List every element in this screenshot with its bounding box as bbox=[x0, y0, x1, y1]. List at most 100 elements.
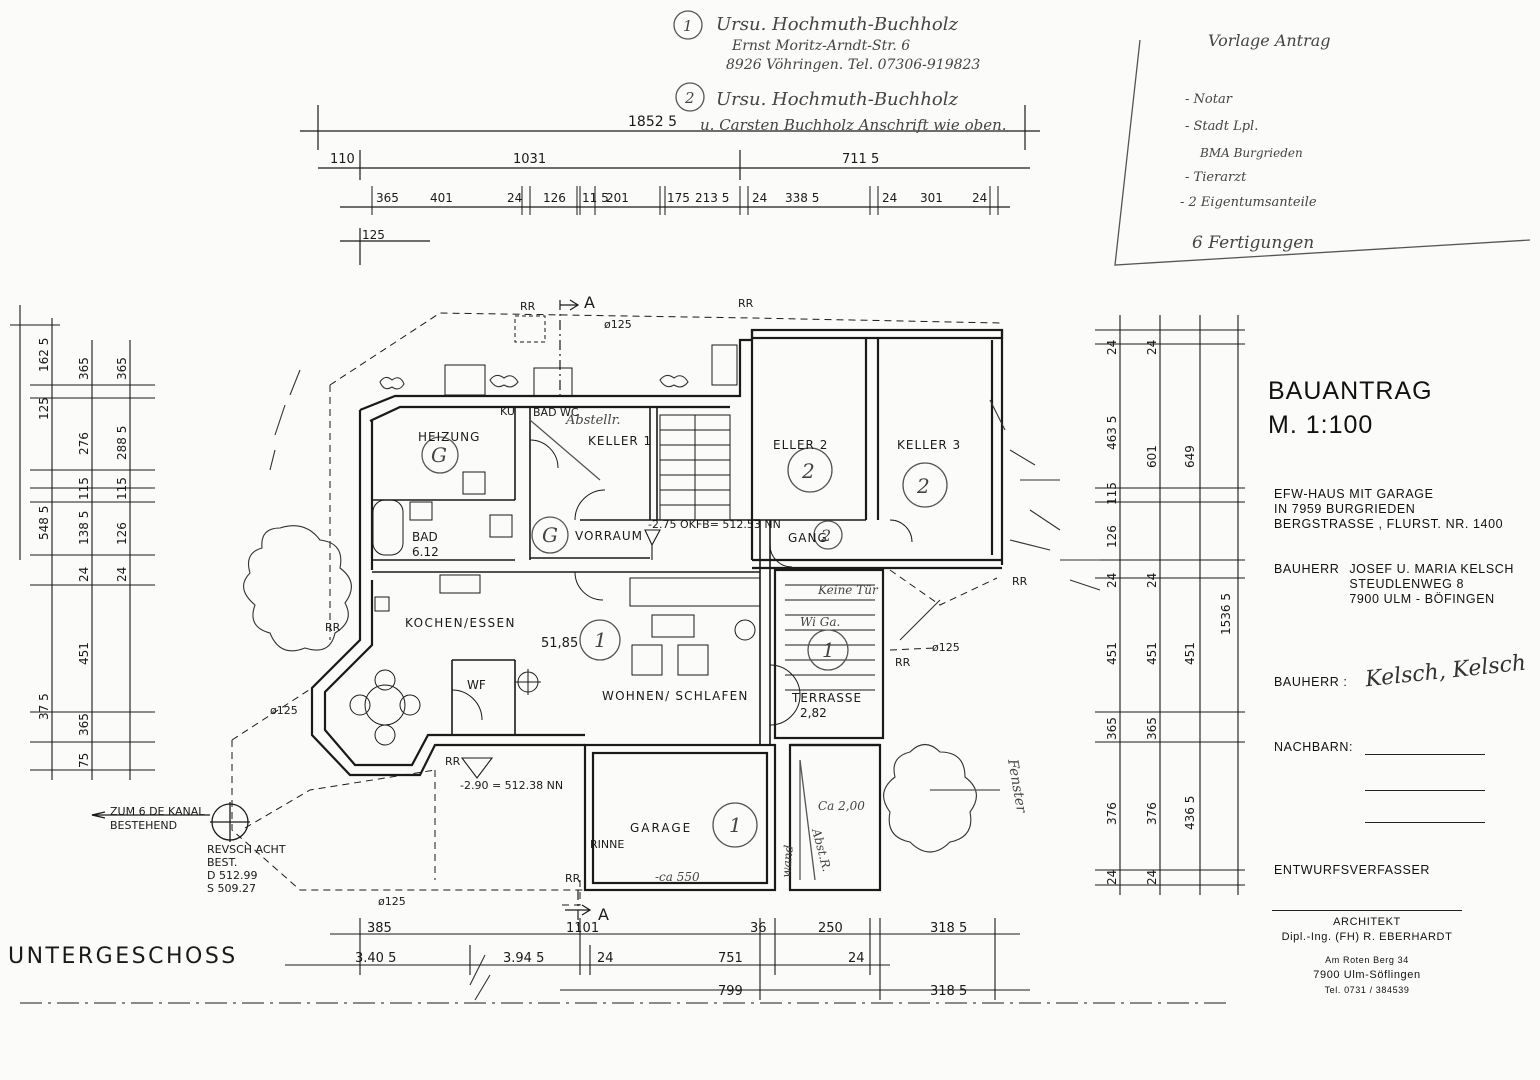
architect-name: Dipl.-Ing. (FH) R. EBERHARDT bbox=[1281, 931, 1453, 943]
label-section-a-bottom: A bbox=[598, 905, 609, 924]
dim-right-14: 365 bbox=[1145, 717, 1159, 740]
section-marker-a-top bbox=[559, 299, 580, 400]
dim-bottom-r2-4: 24 bbox=[848, 951, 865, 966]
dim-left-8: 548 5 bbox=[37, 506, 51, 540]
dim-right-9: 451 bbox=[1105, 642, 1119, 665]
architect-stamp: ARCHITEKT Dipl.-Ing. (FH) R. EBERHARDT A… bbox=[1272, 910, 1462, 998]
level-okfb: -2.75 OKFB= 512.53 NN bbox=[648, 518, 781, 531]
dim-overall: 1852 5 bbox=[628, 114, 677, 130]
dim-left-0: 162 5 bbox=[37, 338, 51, 372]
label-rr-top1: RR bbox=[520, 300, 536, 313]
dim-left-12: 24 bbox=[115, 567, 129, 582]
room-keller2: ELLER 2 bbox=[773, 438, 828, 452]
room-bad: BAD bbox=[412, 530, 438, 544]
dim-right-8: 24 bbox=[1145, 573, 1159, 588]
pencil-number-0: G bbox=[431, 443, 447, 467]
dim-row3-0: 365 bbox=[376, 191, 399, 205]
dim-row3-6: 175 bbox=[667, 191, 690, 205]
dim-row3-10: 24 bbox=[882, 191, 897, 205]
pencil-number-4: 2 bbox=[820, 526, 831, 545]
note-wi-ga: Wi Ga. bbox=[800, 615, 840, 629]
owner2-number: 2 bbox=[684, 89, 695, 107]
room-vorraum: VORRAUM bbox=[575, 529, 643, 543]
dim-row3-7: 213 5 bbox=[695, 191, 729, 205]
dim-right-5: 115 bbox=[1105, 482, 1119, 505]
right-dimension-chains bbox=[1095, 315, 1245, 895]
dim-left-6: 115 bbox=[77, 477, 91, 500]
room-garage: GARAGE bbox=[630, 821, 692, 835]
left-dimension-chains bbox=[10, 305, 155, 780]
dim-bottom-r3-0: 799 bbox=[718, 984, 743, 999]
dim-left-7: 115 bbox=[115, 477, 129, 500]
dim-right-1: 24 bbox=[1145, 340, 1159, 355]
dim-row3-4: 11 5 bbox=[582, 191, 609, 205]
dim-row3-1: 401 bbox=[430, 191, 453, 205]
dim-bottom-r2-3: 751 bbox=[718, 951, 743, 966]
bottom-dimension-chains bbox=[20, 918, 1230, 1004]
room-gang: GANG bbox=[788, 531, 828, 545]
dim-left-2: 365 bbox=[115, 357, 129, 380]
dim-bottom-r2-1: 3.94 5 bbox=[503, 951, 544, 966]
note-abst-r: Abst.R. bbox=[809, 826, 834, 873]
dim-left-11: 24 bbox=[77, 567, 91, 582]
dim-bottom-r1-4: 318 5 bbox=[930, 921, 967, 936]
label-section-a-top: A bbox=[584, 293, 595, 312]
checklist-item-0: - Notar bbox=[1185, 92, 1233, 107]
dim-bottom-r1-0: 385 bbox=[367, 921, 392, 936]
label-rr-terrace: RR bbox=[895, 656, 911, 669]
dim-right-0: 24 bbox=[1105, 340, 1119, 355]
owner-signature-row: BAUHERR : Kelsch, Kelsch bbox=[1274, 651, 1532, 693]
label-schacht-0: REVSCH ACHT bbox=[207, 843, 286, 856]
dim-left-13: 451 bbox=[77, 642, 91, 665]
neighbors-label: NACHBARN: bbox=[1274, 740, 1354, 754]
owner-block: BAUHERR JOSEF U. MARIA KELSCH STEUDLENWE… bbox=[1274, 562, 1532, 607]
note-keine-tuer: Keine Tür bbox=[817, 583, 879, 597]
dim-row2-1: 1031 bbox=[513, 152, 546, 167]
owner-line-0: JOSEF U. MARIA KELSCH bbox=[1349, 562, 1515, 576]
dim-row3-12: 24 bbox=[972, 191, 987, 205]
level-garage: -2.90 = 512.38 NN bbox=[460, 779, 563, 792]
dim-bottom-r2-0: 3.40 5 bbox=[355, 951, 396, 966]
checklist-item-3: - Tierarzt bbox=[1185, 170, 1247, 185]
note-fenster: Fenster bbox=[1004, 757, 1030, 815]
dim-right-7: 24 bbox=[1105, 573, 1119, 588]
owner1-number: 1 bbox=[683, 17, 693, 35]
dim-left-9: 138 5 bbox=[77, 511, 91, 545]
note-ca200: Ca 2,00 bbox=[818, 799, 865, 813]
drawing-scale: M. 1:100 bbox=[1268, 411, 1374, 439]
section-marker-a-bottom bbox=[565, 890, 592, 930]
dim-right-15: 376 bbox=[1105, 802, 1119, 825]
dim-row3-9: 338 5 bbox=[785, 191, 819, 205]
architect-city: 7900 Ulm-Söflingen bbox=[1313, 969, 1421, 981]
dim-row3-11: 301 bbox=[920, 191, 943, 205]
room-heizung: HEIZUNG bbox=[418, 430, 480, 444]
door-swings bbox=[451, 439, 913, 726]
dim-right-6: 126 bbox=[1105, 525, 1119, 548]
fixtures bbox=[349, 315, 761, 746]
owner1-line1: Ernst Moritz-Arndt-Str. 6 bbox=[731, 38, 910, 54]
label-dia125-right: ø125 bbox=[932, 641, 960, 654]
dim-bottom-r1-1: 1101 bbox=[566, 921, 599, 936]
room-terrasse: TERRASSE bbox=[791, 691, 862, 705]
floor-label: UNTERGESCHOSS bbox=[8, 944, 238, 969]
stair-kellertreppe bbox=[659, 414, 731, 521]
neighbors-row: NACHBARN: bbox=[1274, 740, 1532, 823]
dim-right-4: 649 bbox=[1183, 445, 1197, 468]
pencil-number-5: 1 bbox=[594, 628, 607, 652]
dim-left-1: 365 bbox=[77, 357, 91, 380]
drawing-heading: BAUANTRAG bbox=[1268, 377, 1433, 405]
project-line-2: BERGSTRASSE , FLURST. NR. 1400 bbox=[1274, 517, 1504, 531]
dim-left-4: 276 bbox=[77, 432, 91, 455]
label-kanal-2: BESTEHEND bbox=[110, 819, 177, 832]
manhole-revschacht bbox=[91, 802, 250, 842]
title-block: BAUANTRAG M. 1:100 EFW-HAUS MIT GARAGE I… bbox=[1262, 375, 1532, 998]
neighbor-signature-line-3 bbox=[1365, 821, 1486, 823]
label-rr-bottom: RR bbox=[445, 755, 461, 768]
dim-right-12: 1536 5 bbox=[1219, 593, 1233, 635]
dim-left-5: 288 5 bbox=[115, 426, 129, 460]
landscaping bbox=[243, 369, 1101, 1001]
room-wohnen-schlafen: WOHNEN/ SCHLAFEN bbox=[602, 689, 749, 703]
owner-line-2: 7900 ULM - BÖFINGEN bbox=[1349, 592, 1495, 606]
dim-bottom-r2-2: 24 bbox=[597, 951, 614, 966]
